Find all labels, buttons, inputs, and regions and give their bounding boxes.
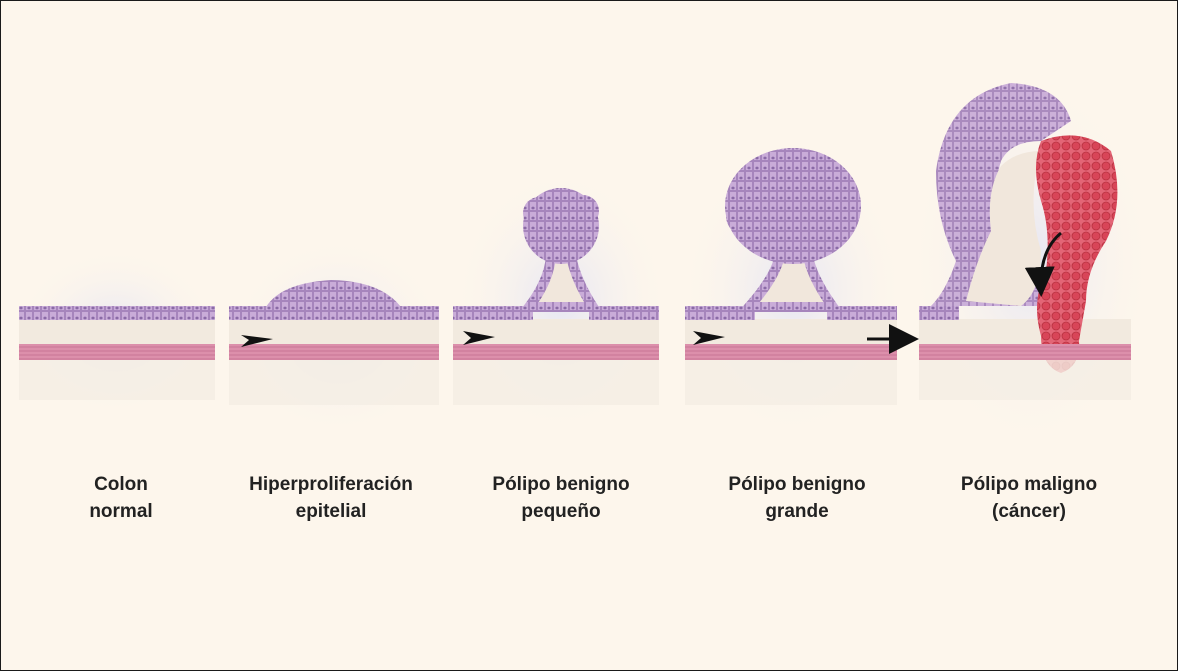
stage-large-benign-polyp bbox=[678, 141, 908, 441]
stage-hyperproliferation bbox=[229, 236, 449, 436]
label-hyperproliferation: Hiperproliferaciónepitelial bbox=[221, 471, 441, 525]
stage-malignant-polyp bbox=[906, 71, 1156, 451]
stage-small-benign-polyp bbox=[451, 166, 671, 436]
stage-colon-normal bbox=[11, 246, 221, 416]
label-large-benign-polyp: Pólipo benignogrande bbox=[687, 471, 907, 525]
label-colon-normal: Colonnormal bbox=[11, 471, 231, 525]
label-malignant-polyp: Pólipo maligno(cáncer) bbox=[919, 471, 1139, 525]
label-small-benign-polyp: Pólipo benignopequeño bbox=[451, 471, 671, 525]
